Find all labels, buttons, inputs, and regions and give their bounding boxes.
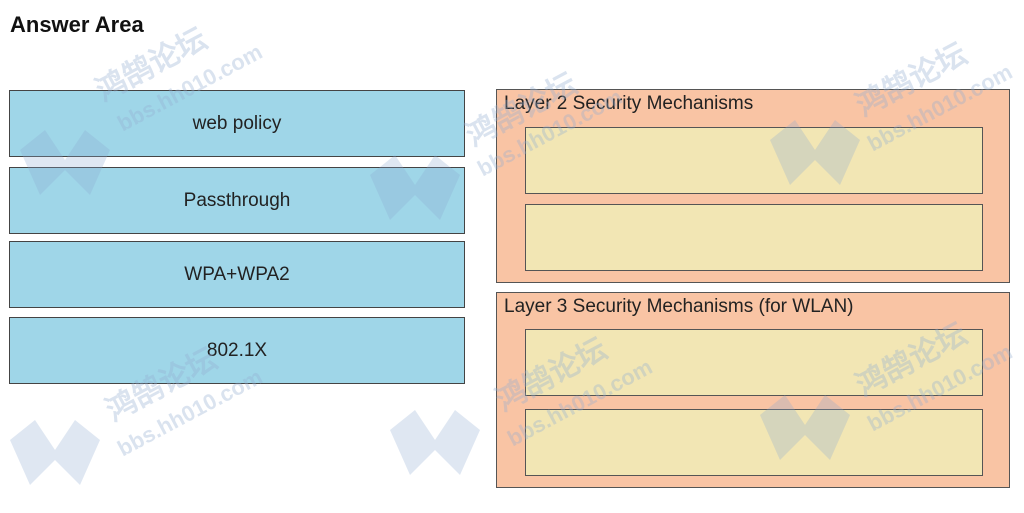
option-passthrough[interactable]: Passthrough xyxy=(9,167,465,234)
option-802-1x[interactable]: 802.1X xyxy=(9,317,465,384)
layer2-drop-slot-2[interactable] xyxy=(525,204,983,271)
layer3-group-label: Layer 3 Security Mechanisms (for WLAN) xyxy=(504,296,854,317)
layer3-security-group: Layer 3 Security Mechanisms (for WLAN) xyxy=(496,292,1010,488)
layer3-drop-slot-1[interactable] xyxy=(525,329,983,396)
layer2-group-label: Layer 2 Security Mechanisms xyxy=(504,93,754,114)
layer3-drop-slot-2[interactable] xyxy=(525,409,983,476)
option-label: 802.1X xyxy=(206,339,268,361)
option-label: web policy xyxy=(192,112,282,134)
layer2-drop-slot-1[interactable] xyxy=(525,127,983,194)
option-label: WPA+WPA2 xyxy=(184,263,290,285)
answer-area-title: Answer Area xyxy=(10,12,144,37)
option-web-policy[interactable]: web policy xyxy=(9,90,465,157)
option-label: Passthrough xyxy=(183,189,291,211)
option-wpa-wpa2[interactable]: WPA+WPA2 xyxy=(9,241,465,308)
layer2-security-group: Layer 2 Security Mechanisms xyxy=(496,89,1010,283)
